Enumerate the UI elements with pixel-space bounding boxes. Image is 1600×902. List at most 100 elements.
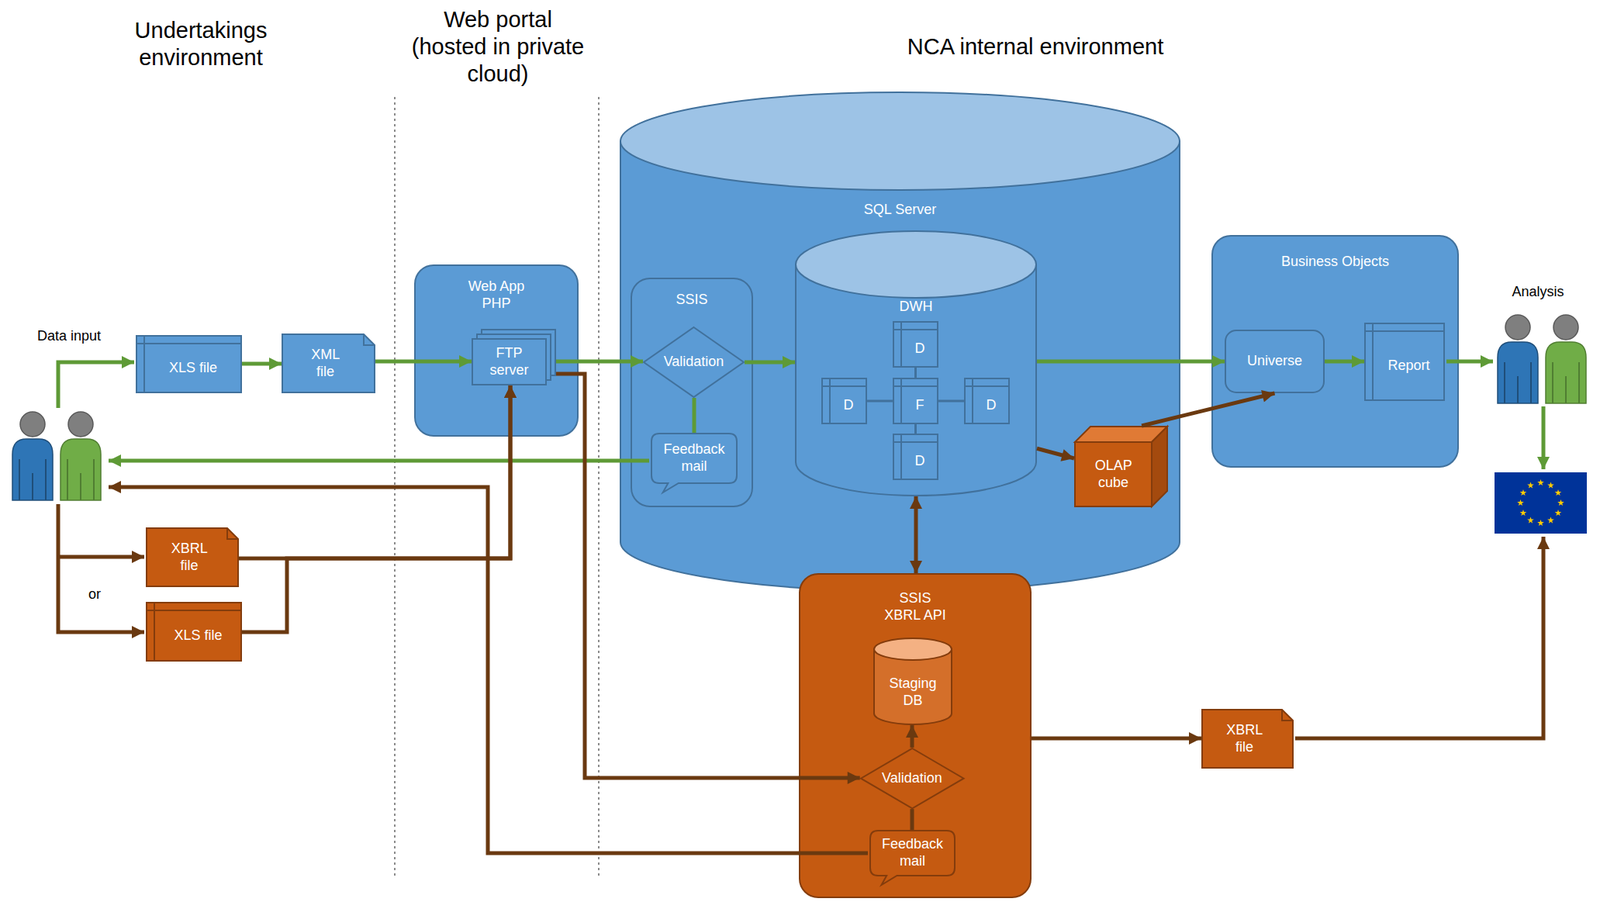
fact-table: F <box>892 377 939 425</box>
person-head <box>68 411 94 437</box>
flag-star <box>1527 482 1535 489</box>
person-icon <box>1497 314 1538 404</box>
node-label: XBRL file <box>171 540 208 574</box>
eu-flag <box>1494 472 1587 534</box>
note-label: or <box>71 586 118 604</box>
label-holder: or <box>71 586 118 604</box>
person-lines <box>67 459 94 501</box>
shape-part <box>964 378 1010 424</box>
bi-container: Business ObjectsUniverse Report <box>1211 234 1459 468</box>
node-label: SSIS <box>675 291 708 309</box>
report-box: Report <box>1364 322 1445 401</box>
shape-part <box>822 378 867 424</box>
database-cylinder-outline <box>619 91 1181 592</box>
connector <box>375 359 472 364</box>
connector <box>914 367 917 378</box>
flag-star <box>1547 517 1555 524</box>
connector <box>938 400 965 403</box>
decision-diamond: Validation <box>642 326 745 398</box>
flag-star <box>1527 517 1535 524</box>
node-label: XML file <box>311 346 339 381</box>
connector <box>241 362 282 367</box>
label-holder: Web portal (hosted in private cloud) <box>404 6 591 87</box>
shape-part <box>1212 235 1459 467</box>
flow-line <box>1295 536 1544 739</box>
olap-cube: OLAP cube <box>1074 425 1169 508</box>
shape-part <box>414 265 578 436</box>
node-label: Feedback mail <box>663 441 725 475</box>
shape-part <box>146 602 242 661</box>
note-label: Data input <box>22 328 116 346</box>
shape-part <box>651 433 737 493</box>
shape-part <box>1225 330 1324 393</box>
shape-part <box>860 748 965 809</box>
warehouse-cylinder: DWHDDFDD <box>794 230 1037 497</box>
note-label: Analysis <box>1491 283 1585 301</box>
label-holder: NCA internal environment <box>833 33 1238 61</box>
shape-part <box>893 434 938 480</box>
flag-star <box>1517 499 1524 506</box>
document-box: XBRL file <box>145 527 239 588</box>
shape-part <box>893 434 938 480</box>
connector <box>867 400 893 403</box>
person-head <box>1505 314 1531 340</box>
connector <box>1031 736 1202 741</box>
shape-part <box>136 335 242 393</box>
flow-line <box>1541 406 1546 470</box>
shape-part <box>1365 323 1445 401</box>
zone-heading: Undertakings environment <box>119 17 283 72</box>
node-label: Web App PHP <box>461 278 532 312</box>
shape-part <box>472 338 547 385</box>
node-label: Validation <box>663 353 725 371</box>
file-box: XLS file <box>135 335 242 394</box>
connector <box>1324 359 1365 364</box>
document-box: XBRL file <box>1201 708 1294 769</box>
shape-part <box>1365 323 1445 401</box>
person-lines <box>1504 362 1531 404</box>
connector <box>914 496 919 574</box>
node-label: Validation <box>881 770 943 788</box>
shape-part <box>795 231 1037 298</box>
xbrl-container: SSIS XBRL APIStaging DBValidationFeedbac… <box>798 573 1032 899</box>
connector <box>914 424 917 434</box>
person-body <box>12 438 53 501</box>
node-label: D <box>915 340 926 358</box>
process-container: SSIS ValidationFeedback mail <box>630 277 754 508</box>
shape-part <box>799 573 1031 898</box>
shape-part <box>146 528 239 587</box>
server-box: FTP server <box>471 328 557 386</box>
shape-part <box>964 378 1010 424</box>
shape-part <box>874 638 952 661</box>
document-box: XML file <box>281 333 376 394</box>
node-label: SSIS XBRL API <box>881 590 949 624</box>
shape-part <box>870 830 955 885</box>
decision-diamond: Validation <box>860 747 965 809</box>
dimension-table: D <box>892 433 939 481</box>
flag-star <box>1557 499 1565 506</box>
flow-line <box>58 555 145 560</box>
node-label: Business Objects <box>1281 253 1390 271</box>
connector <box>692 397 697 433</box>
database-cylinder: SQL ServerSSISValidationFeedback mailDWH… <box>619 91 1181 592</box>
node-label: D <box>915 452 926 470</box>
file-box: XLS file <box>145 601 242 662</box>
connector <box>910 808 915 830</box>
node-label: Staging DB <box>888 675 937 709</box>
staging-cylinder: Staging DB <box>873 637 953 726</box>
node-label: D <box>986 397 997 415</box>
node-label: XBRL file <box>1226 722 1262 756</box>
shape-part <box>282 334 375 393</box>
person-head <box>1553 314 1579 340</box>
node-label: Universe <box>1247 352 1303 370</box>
shape-part <box>1282 709 1293 721</box>
shape-part <box>643 327 744 398</box>
person-lines <box>1552 362 1580 404</box>
label-holder: Undertakings environment <box>119 17 283 72</box>
node-label: XLS file <box>173 627 222 645</box>
shape-part <box>631 278 753 507</box>
shape-part <box>363 334 375 346</box>
shape-part <box>146 602 242 661</box>
zone-heading: Web portal (hosted in private cloud) <box>407 6 588 87</box>
dimension-table: D <box>892 321 939 368</box>
